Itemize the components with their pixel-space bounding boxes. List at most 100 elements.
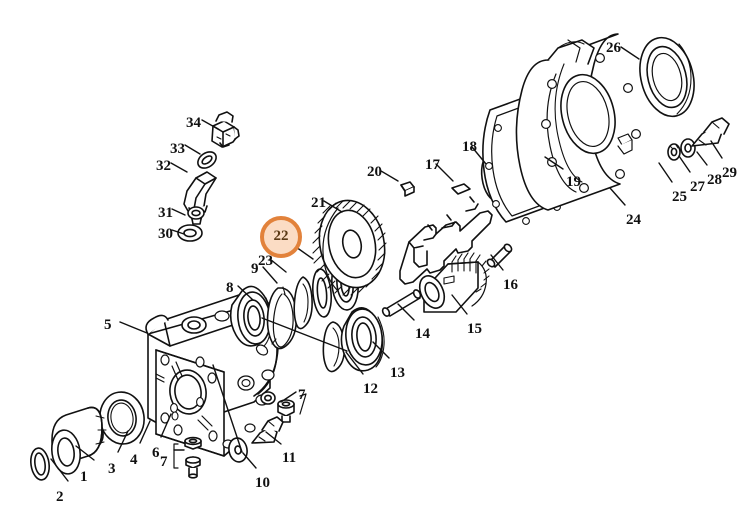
part-25-cover xyxy=(515,33,641,211)
part-8-ball-bearing xyxy=(229,285,272,347)
callout-23[interactable]: 23 xyxy=(258,253,273,269)
part-2-oring xyxy=(30,447,50,481)
leader-line xyxy=(323,200,343,213)
part-33-oring xyxy=(197,151,217,169)
part-30-washer xyxy=(177,224,203,242)
callout-25[interactable]: 25 xyxy=(672,189,687,205)
leader-line xyxy=(372,341,390,359)
part-14-dowel-pin xyxy=(381,289,422,317)
part-12-snap-ring xyxy=(322,321,346,373)
leader-line xyxy=(75,445,95,461)
callout-3[interactable]: 3 xyxy=(108,461,116,477)
callout-11[interactable]: 11 xyxy=(282,450,297,466)
part-26-oil-seal xyxy=(639,36,695,118)
leader-line xyxy=(710,140,723,159)
leader-line xyxy=(380,170,399,182)
callout-7[interactable]: 7 xyxy=(160,454,168,470)
leader-line xyxy=(212,364,243,453)
leader-line xyxy=(262,266,278,284)
leader-line xyxy=(171,229,185,235)
leader-line xyxy=(117,430,129,453)
callout-19[interactable]: 19 xyxy=(566,174,581,190)
leader-line xyxy=(435,163,454,182)
leader-line xyxy=(678,155,691,173)
part-27-lock-washer xyxy=(667,143,681,161)
part-13-ball-bearing xyxy=(340,307,385,372)
callout-2[interactable]: 2 xyxy=(56,489,64,505)
part-22-spacer-ring xyxy=(311,268,333,318)
part-6-washer xyxy=(171,411,179,421)
callout-27[interactable]: 27 xyxy=(690,179,705,195)
callout-34[interactable]: 34 xyxy=(186,115,201,131)
leader-line xyxy=(171,208,186,216)
callout-28[interactable]: 28 xyxy=(707,172,722,188)
callout-26[interactable]: 26 xyxy=(606,40,621,56)
leader-line xyxy=(544,156,564,170)
leader-line xyxy=(451,294,468,315)
leader-lines xyxy=(50,46,723,482)
part-34-fitting xyxy=(211,111,240,148)
part-9-snap-ring xyxy=(266,286,298,350)
leader-line xyxy=(237,285,254,301)
part-28-washer xyxy=(680,138,696,158)
leader-line xyxy=(184,144,201,155)
part-23-ring xyxy=(293,276,313,330)
callout-13[interactable]: 13 xyxy=(390,365,405,381)
callout-17[interactable]: 17 xyxy=(425,157,440,173)
callout-1[interactable]: 1 xyxy=(80,469,88,485)
leader-line xyxy=(471,146,487,165)
leader-line xyxy=(658,162,673,183)
callout-21[interactable]: 21 xyxy=(311,195,326,211)
leader-line xyxy=(345,351,364,375)
part-31-oring xyxy=(187,206,205,220)
callout-31[interactable]: 31 xyxy=(158,205,173,221)
leader-line xyxy=(242,452,257,469)
leader-line xyxy=(170,162,188,173)
callout-12[interactable]: 12 xyxy=(363,381,378,397)
leader-line xyxy=(50,458,69,482)
part-7-nut-screw-lower xyxy=(173,436,202,479)
leader-line xyxy=(620,46,640,60)
leader-line xyxy=(261,317,348,352)
callout-5[interactable]: 5 xyxy=(104,317,112,333)
callout-20[interactable]: 20 xyxy=(367,164,382,180)
part-17-shaft xyxy=(399,183,493,285)
highlight-number: 22 xyxy=(273,228,289,244)
callout-10[interactable]: 10 xyxy=(255,475,270,491)
part-11-bolt xyxy=(251,416,284,444)
part-4-seal xyxy=(99,391,145,445)
callout-14[interactable]: 14 xyxy=(415,326,430,342)
callout-9[interactable]: 9 xyxy=(251,261,259,277)
callout-30[interactable]: 30 xyxy=(158,226,173,242)
part-7b-nut-fitting xyxy=(260,391,307,423)
callout-6[interactable]: 6 xyxy=(152,445,160,461)
callout-15[interactable]: 15 xyxy=(467,321,482,337)
part-16-roll-pin xyxy=(486,243,513,268)
leader-line xyxy=(609,187,626,206)
leader-line xyxy=(119,321,148,334)
part-29-bolt xyxy=(691,117,730,147)
leader-line xyxy=(201,119,219,130)
part-20-key xyxy=(400,181,415,197)
callout-16[interactable]: 16 xyxy=(503,277,518,293)
leader-line xyxy=(160,413,172,438)
callout-29[interactable]: 29 xyxy=(722,165,737,181)
callout-7b[interactable]: 7 xyxy=(298,387,306,403)
part-21-helical-gear xyxy=(312,199,387,296)
leader-line xyxy=(295,246,314,260)
leader-line xyxy=(269,258,287,273)
leader-line xyxy=(280,391,297,403)
callout-4[interactable]: 4 xyxy=(130,452,138,468)
leader-line xyxy=(490,254,504,271)
part-15-pinion xyxy=(418,252,490,313)
highlight-circle[interactable] xyxy=(260,216,302,258)
callout-18[interactable]: 18 xyxy=(462,139,477,155)
callout-33[interactable]: 33 xyxy=(170,141,185,157)
callout-24[interactable]: 24 xyxy=(626,212,641,228)
callout-8[interactable]: 8 xyxy=(226,280,234,296)
callout-32[interactable]: 32 xyxy=(156,158,171,174)
leader-line xyxy=(139,420,151,444)
leader-line xyxy=(696,151,708,166)
